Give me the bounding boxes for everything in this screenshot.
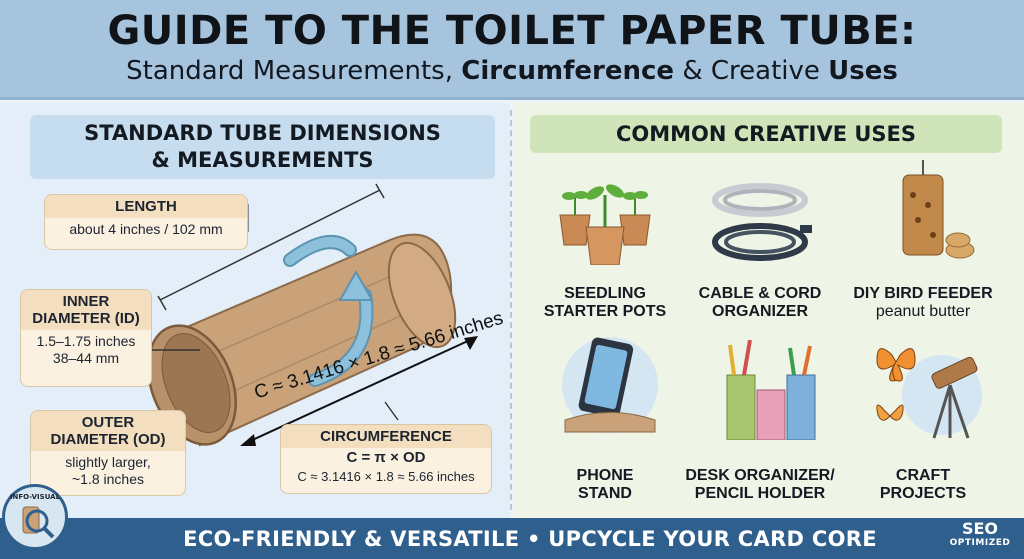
- use-phone-line2: STAND: [578, 485, 632, 502]
- page-subtitle: Standard Measurements, Circumference & C…: [0, 54, 1024, 88]
- magnifier-tube-icon: INFO-VISUAL: [10, 493, 61, 539]
- phone-stand-icon: [562, 337, 658, 433]
- uses-title: COMMON CREATIVE USES: [530, 115, 1002, 153]
- length-head: LENGTH: [45, 195, 247, 218]
- subtitle-part2: & Creative: [674, 56, 829, 86]
- use-craft-line2: PROJECTS: [879, 485, 967, 502]
- use-seedling-line1: SEEDLING: [564, 285, 646, 302]
- inner-body: 1.5–1.75 inches 38–44 mm: [21, 330, 151, 370]
- seo-main: SEO: [961, 519, 999, 538]
- length-body: about 4 inches / 102 mm: [69, 221, 223, 237]
- use-phone-label: PHONE STAND: [520, 467, 690, 503]
- panel-divider: [510, 110, 512, 510]
- outer-head: OUTER DIAMETER (OD): [31, 411, 185, 451]
- outer-body-line2: ~1.8 inches: [72, 471, 144, 487]
- seedling-pots-icon: [559, 184, 651, 265]
- info-visual-badge: INFO-VISUAL: [2, 484, 68, 550]
- footer-text: ECO-FRIENDLY & VERSATILE • UPCYCLE YOUR …: [183, 527, 877, 551]
- outer-body-line1: slightly larger,: [65, 454, 151, 470]
- cable-icon: [712, 183, 812, 261]
- badge-text: INFO-VISUAL: [10, 493, 61, 501]
- inner-diameter-label: INNER DIAMETER (ID) 1.5–1.75 inches 38–4…: [20, 289, 152, 387]
- dimensions-title: STANDARD TUBE DIMENSIONS & MEASUREMENTS: [30, 115, 495, 179]
- use-bird-line1: DIY BIRD FEEDER: [853, 285, 993, 302]
- use-cable-line2: ORGANIZER: [712, 303, 808, 320]
- bird-feeder-icon: [902, 160, 975, 259]
- use-desk-line2: PENCIL HOLDER: [694, 485, 826, 502]
- circ-calc: C ≈ 3.1416 × 1.8 ≈ 5.66 inches: [297, 469, 475, 484]
- butterfly-telescope-icon: [876, 348, 982, 439]
- use-cable-label: CABLE & CORD ORGANIZER: [675, 285, 845, 321]
- pencil-holder-icon: [726, 340, 816, 440]
- dimensions-title-line2: & MEASUREMENTS: [151, 148, 374, 172]
- circ-formula: C = π × OD: [346, 449, 426, 466]
- use-desk-line1: DESK ORGANIZER/: [685, 467, 835, 484]
- outer-diameter-label: OUTER DIAMETER (OD) slightly larger, ~1.…: [30, 410, 186, 496]
- use-seedling-line2: STARTER POTS: [543, 303, 667, 320]
- inner-head-line2: DIAMETER (ID): [32, 310, 140, 327]
- circ-head: CIRCUMFERENCE: [281, 425, 491, 448]
- seo-badge: SEO OPTIMIZED: [940, 520, 1020, 558]
- subtitle-bold2: Uses: [828, 56, 898, 86]
- subtitle-bold1: Circumference: [461, 56, 675, 86]
- inner-head-line1: INNER: [62, 293, 110, 310]
- outer-body: slightly larger, ~1.8 inches: [31, 451, 185, 491]
- length-label: LENGTH about 4 inches / 102 mm: [44, 194, 248, 250]
- inner-body-line1: 1.5–1.75 inches: [36, 333, 136, 349]
- use-craft-line1: CRAFT: [895, 467, 951, 484]
- use-cable-line1: CABLE & CORD: [698, 285, 822, 302]
- inner-body-line2: 38–44 mm: [52, 350, 120, 366]
- use-bird-sub: peanut butter: [875, 303, 971, 320]
- use-desk-label: DESK ORGANIZER/ PENCIL HOLDER: [675, 467, 845, 503]
- use-seedling-label: SEEDLING STARTER POTS: [520, 285, 690, 321]
- use-craft-label: CRAFT PROJECTS: [838, 467, 1008, 503]
- header: GUIDE TO THE TOILET PAPER TUBE: Standard…: [0, 0, 1024, 100]
- outer-head-line1: OUTER: [81, 414, 135, 431]
- outer-head-line2: DIAMETER (OD): [50, 431, 166, 448]
- subtitle-part1: Standard Measurements,: [126, 56, 462, 86]
- use-phone-line1: PHONE: [576, 467, 634, 484]
- inner-head: INNER DIAMETER (ID): [21, 290, 151, 330]
- footer-banner: ECO-FRIENDLY & VERSATILE • UPCYCLE YOUR …: [0, 518, 1024, 559]
- page-title: GUIDE TO THE TOILET PAPER TUBE:: [107, 8, 917, 54]
- dimensions-title-line1: STANDARD TUBE DIMENSIONS: [84, 121, 441, 145]
- seo-sub: OPTIMIZED: [949, 538, 1011, 548]
- use-bird-feeder-label: DIY BIRD FEEDER peanut butter: [838, 285, 1008, 321]
- circumference-label: CIRCUMFERENCE C = π × OD C ≈ 3.1416 × 1.…: [280, 424, 492, 494]
- uses-panel: [514, 103, 1024, 518]
